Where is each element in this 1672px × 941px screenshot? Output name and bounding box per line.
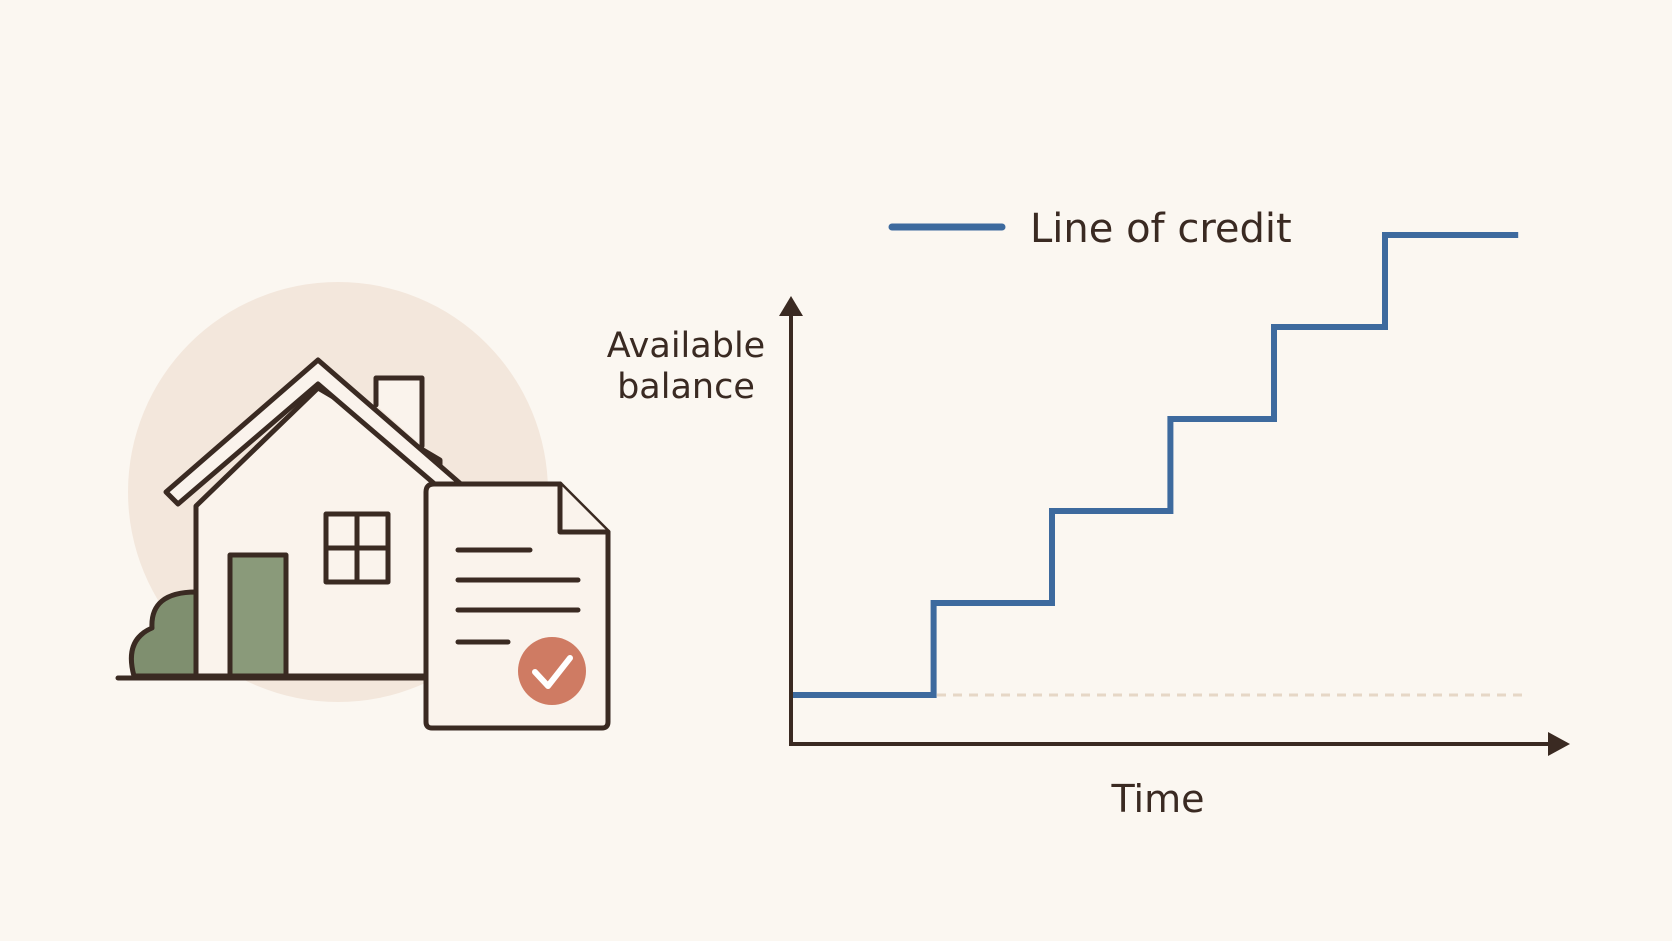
house-illustration: [115, 282, 611, 731]
legend-label: Line of credit: [1030, 206, 1292, 252]
house-door: [227, 552, 289, 679]
window-icon: [323, 511, 391, 585]
y-axis-arrow: [779, 296, 803, 316]
document-fold: [557, 481, 611, 535]
house-icon: [115, 357, 473, 681]
x-axis-label: Time: [1111, 777, 1205, 821]
checkmark-icon: [518, 637, 586, 705]
series-line-line-of-credit: [793, 232, 1519, 698]
y-axis-label-line-2: balance: [617, 367, 755, 407]
x-axis-arrow: [1548, 732, 1570, 756]
y-axis-label-line-1: Available: [607, 326, 765, 366]
chart: Line of credit Available balance Time: [607, 206, 1570, 821]
series-layer: [793, 232, 1519, 698]
bush-icon: [128, 589, 199, 679]
chimney: [373, 375, 425, 449]
y-axis: Available balance: [607, 296, 803, 744]
document-icon: [423, 481, 611, 731]
check-badge: [518, 637, 586, 705]
x-axis: Time: [789, 732, 1570, 821]
legend: Line of credit: [888, 206, 1292, 252]
check-mark: [532, 655, 573, 689]
